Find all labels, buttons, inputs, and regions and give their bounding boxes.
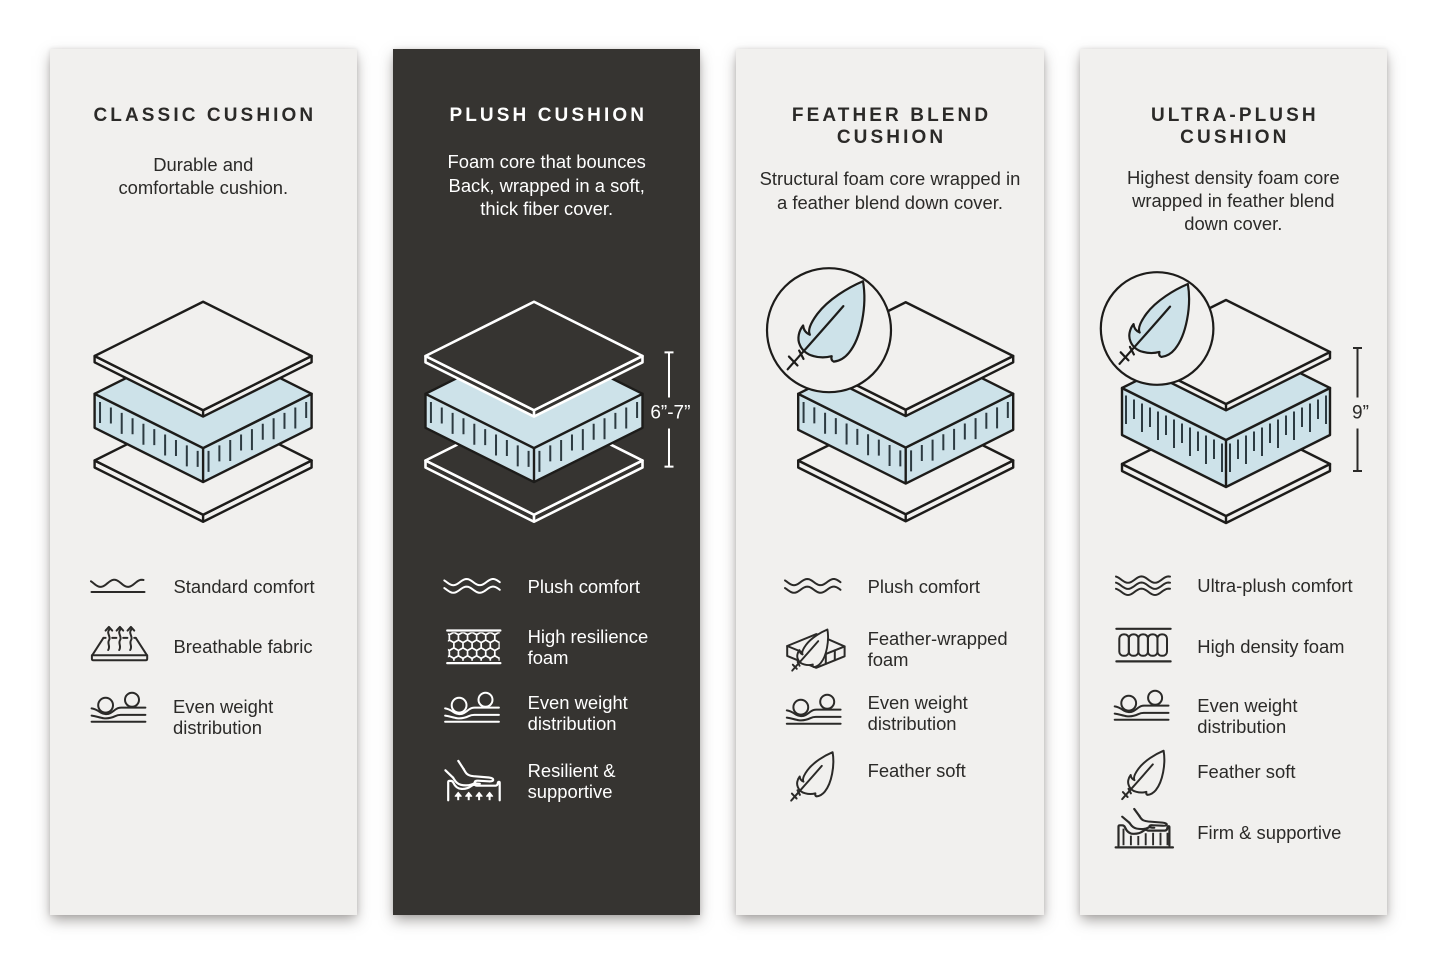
svg-text:6”-7”: 6”-7” xyxy=(650,403,690,424)
svg-text:9”: 9” xyxy=(1352,403,1369,424)
